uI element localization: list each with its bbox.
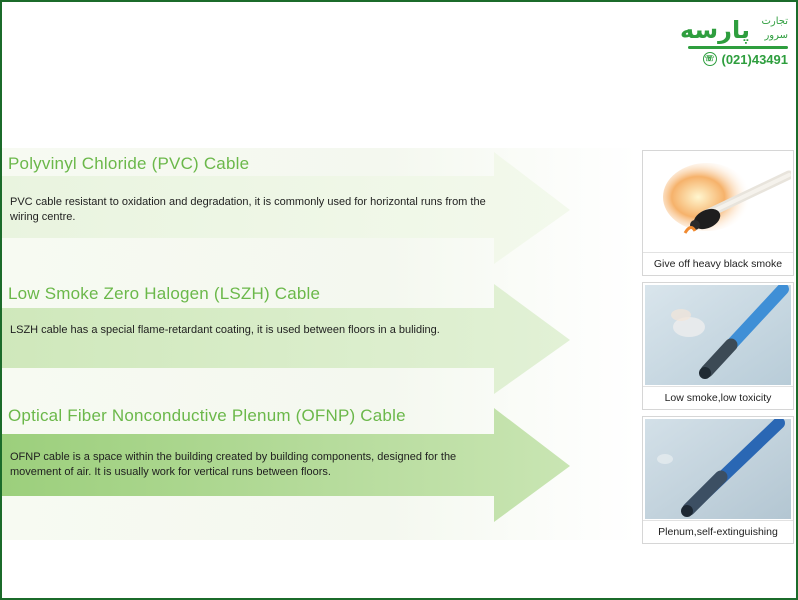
phone-icon: ☏ <box>702 52 717 66</box>
pvc-burning-cable-image <box>645 153 791 253</box>
logo-tagline-bottom: سرور <box>764 30 788 41</box>
pvc-image-caption: Give off heavy black smoke <box>643 252 793 275</box>
logo-brand-text: پارسه <box>680 16 751 44</box>
lszh-blue-cable-image <box>645 285 791 385</box>
ofnp-image-caption: Plenum,self-extinguishing <box>643 520 793 543</box>
ofnp-blue-cable-image <box>645 419 791 519</box>
logo-tagline-top: تجارت <box>761 16 788 27</box>
section-2-heading: Low Smoke Zero Halogen (LSZH) Cable <box>8 284 321 303</box>
brand-logo: تجارت سرور پارسه <box>678 12 788 70</box>
phone-text: (021)43491 <box>721 51 789 67</box>
ofnp-image-card: Plenum,self-extinguishing <box>642 416 794 544</box>
section-3-heading: Optical Fiber Nonconductive Plenum (OFNP… <box>8 406 406 425</box>
section-1-heading: Polyvinyl Chloride (PVC) Cable <box>8 154 250 173</box>
lszh-image-caption: Low smoke,low toxicity <box>643 386 793 409</box>
section-2-description: LSZH cable has a special flame-retardant… <box>10 324 440 336</box>
section-1-description: PVC cable resistant to oxidation and deg… <box>10 196 486 223</box>
section-1-arrow <box>2 152 572 264</box>
phone-number: ☏ (021)43491 <box>702 51 789 67</box>
section-3-description: OFNP cable is a space within the buildin… <box>10 451 457 478</box>
section-2-arrow <box>2 284 572 394</box>
logo-underline <box>688 46 788 49</box>
lszh-image-card: Low smoke,low toxicity <box>642 282 794 410</box>
section-3-arrow <box>2 408 572 522</box>
pvc-image-card: Give off heavy black smoke <box>642 150 794 276</box>
